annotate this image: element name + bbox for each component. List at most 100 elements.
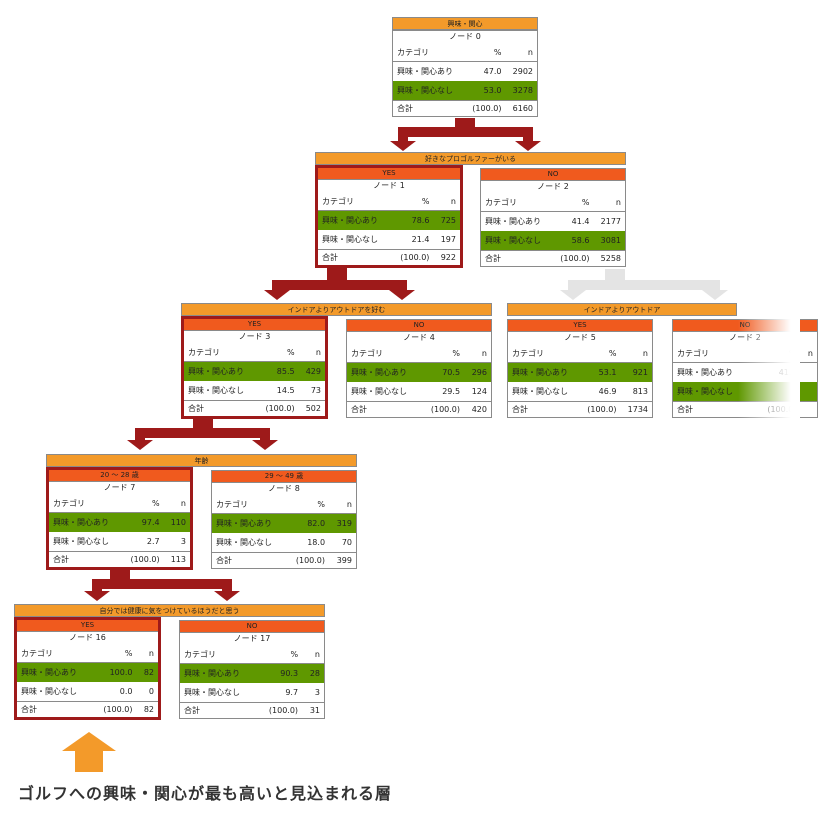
n-cell: 2902 bbox=[512, 67, 533, 76]
node-header: YES bbox=[508, 320, 652, 332]
col-category: カテゴリ bbox=[318, 192, 392, 211]
category-cell: 興味・関心あり bbox=[677, 368, 733, 377]
table-row: 興味・関心なし 46.9 813 bbox=[508, 382, 652, 402]
total-pct: (100.0) bbox=[552, 250, 594, 266]
col-n: n bbox=[163, 494, 190, 513]
n-cell: 813 bbox=[632, 387, 648, 396]
connector-root bbox=[390, 118, 541, 151]
node-title: ノード 1 bbox=[373, 181, 405, 190]
category-cell: 興味・関心なし bbox=[184, 688, 240, 697]
node-table: カテゴリ % n 興味・関心あり 70.5 296 興味・関心なし 29.5 1… bbox=[347, 344, 491, 417]
total-n: 113 bbox=[163, 551, 190, 567]
total-n bbox=[800, 401, 817, 417]
table-row: 興味・関心あり 78.6 725 bbox=[318, 210, 460, 230]
tree-node-n17: NO ノード 17 カテゴリ % n 興味・関心あり 90.3 28 興味・関心… bbox=[179, 620, 325, 719]
tree-node-n1: YES ノード 1 カテゴリ % n 興味・関心あり 78.6 725 興味・関… bbox=[315, 165, 463, 268]
table-header-row: カテゴリ % n bbox=[17, 644, 158, 663]
category-cell: 興味・関心なし bbox=[512, 387, 568, 396]
n-cell: 3278 bbox=[505, 81, 537, 101]
col-category: カテゴリ bbox=[184, 343, 257, 362]
pct-cell: 78.6 bbox=[391, 210, 434, 230]
total-label: 合計 bbox=[347, 401, 422, 417]
connector-node3 bbox=[127, 418, 278, 450]
n-cell: 921 bbox=[620, 362, 652, 382]
category-cell: 興味・関心あり bbox=[485, 217, 541, 226]
table-row: 興味・関心なし 9.7 3 bbox=[180, 683, 324, 703]
node-table: カテゴリ % n 興味・関心あり 97.4 110 興味・関心なし 2.7 3 … bbox=[49, 494, 190, 567]
category-cell: 興味・関心あり bbox=[397, 67, 453, 76]
total-row: 合計 (100.0) 420 bbox=[347, 401, 491, 417]
pct-cell: 85.5 bbox=[256, 361, 299, 381]
tree-node-n7: 20 ～ 28 歳 ノード 7 カテゴリ % n 興味・関心あり 97.4 11… bbox=[46, 467, 193, 570]
n-cell: 28 bbox=[302, 663, 324, 683]
category-cell: 興味・関心なし bbox=[393, 81, 465, 101]
category-cell: 興味・関心なし bbox=[188, 386, 244, 395]
tree-node-n16: YES ノード 16 カテゴリ % n 興味・関心あり 100.0 82 興味・… bbox=[14, 617, 161, 720]
total-label: 合計 bbox=[49, 551, 122, 567]
total-n: 420 bbox=[464, 401, 491, 417]
tree-node-n8: 29 ～ 49 歳 ノード 8 カテゴリ % n 興味・関心あり 82.0 31… bbox=[211, 470, 357, 569]
col-n: n bbox=[433, 192, 460, 211]
connector-node1 bbox=[264, 266, 415, 300]
node-header: YES bbox=[184, 319, 325, 331]
node-title: ノード 17 bbox=[233, 634, 271, 643]
category-cell: 興味・関心なし bbox=[53, 537, 109, 546]
table-row: 興味・関心なし 0.0 0 bbox=[17, 682, 158, 702]
category-cell: 興味・関心なし bbox=[673, 382, 754, 402]
node-header: NO bbox=[347, 320, 491, 332]
n-cell bbox=[800, 382, 817, 402]
table-row: 興味・関心なし 53.0 3278 bbox=[393, 81, 537, 101]
n-cell: 124 bbox=[471, 387, 487, 396]
col-pct: % bbox=[391, 192, 434, 211]
pct-cell: 97.4 bbox=[121, 512, 164, 532]
node-table: カテゴリ % n 興味・関心あり 85.5 429 興味・関心なし 14.5 7… bbox=[184, 343, 325, 416]
node-header: NO bbox=[481, 169, 625, 181]
total-n: 922 bbox=[433, 249, 460, 265]
category-cell: 興味・関心あり bbox=[318, 210, 392, 230]
total-pct: (100.0) bbox=[579, 401, 621, 417]
col-n: n bbox=[302, 645, 324, 664]
pct-cell: 53.0 bbox=[464, 81, 506, 101]
total-n: 31 bbox=[302, 702, 324, 718]
pct-cell: 41.4 bbox=[571, 217, 590, 226]
node-title: ノード 8 bbox=[268, 484, 300, 493]
n-cell: 3 bbox=[314, 688, 320, 697]
total-row: 合計 (100.0) 502 bbox=[184, 400, 325, 416]
total-pct: (100.0) bbox=[256, 400, 299, 416]
node-table: カテゴリ % n 興味・関心あり 78.6 725 興味・関心なし 21.4 1… bbox=[318, 192, 460, 265]
total-pct: (100.0) bbox=[92, 701, 137, 717]
caption: ゴルフへの興味・関心が最も高いと見込まれる層 bbox=[18, 784, 393, 803]
table-header-row: カテゴリ % n bbox=[180, 645, 324, 664]
n-cell: 73 bbox=[310, 386, 321, 395]
pct-cell: 47.0 bbox=[483, 67, 502, 76]
col-pct: % bbox=[579, 344, 621, 363]
split-label: 興味・関心 bbox=[392, 17, 538, 30]
col-n: n bbox=[620, 344, 652, 363]
col-category: カテゴリ bbox=[481, 193, 553, 212]
node-header: 29 ～ 49 歳 bbox=[212, 471, 356, 483]
total-n: 82 bbox=[136, 701, 158, 717]
table-row: 興味・関心なし 58.6 3081 bbox=[481, 231, 625, 251]
category-cell: 興味・関心あり bbox=[212, 513, 287, 533]
col-pct: % bbox=[257, 645, 303, 664]
table-row: 興味・関心なし 2.7 3 bbox=[49, 532, 190, 552]
n-cell: 725 bbox=[433, 210, 460, 230]
pct-cell: 21.4 bbox=[411, 235, 430, 244]
total-row: 合計 (100.0) 6160 bbox=[393, 100, 537, 116]
col-n: n bbox=[593, 193, 625, 212]
table-row: 興味・関心あり 97.4 110 bbox=[49, 512, 190, 532]
up-arrow-icon bbox=[62, 732, 116, 772]
col-pct: % bbox=[552, 193, 594, 212]
tree-node-n5: YES ノード 5 カテゴリ % n 興味・関心あり 53.1 921 興味・関… bbox=[507, 319, 653, 418]
category-cell: 興味・関心あり bbox=[49, 512, 122, 532]
total-row: 合計 (100.0) 113 bbox=[49, 551, 190, 567]
category-cell: 興味・関心なし bbox=[216, 538, 272, 547]
n-cell: 3081 bbox=[593, 231, 625, 251]
category-cell: 興味・関心なし bbox=[21, 687, 77, 696]
split-label: 年齢 bbox=[46, 454, 357, 467]
pct-cell: 82.0 bbox=[286, 513, 330, 533]
table-header-row: カテゴリ % n bbox=[212, 495, 356, 514]
pct-cell: 53.1 bbox=[579, 362, 621, 382]
total-row: 合計 (100.0) 1734 bbox=[508, 401, 652, 417]
pct-cell: 29.5 bbox=[442, 387, 461, 396]
